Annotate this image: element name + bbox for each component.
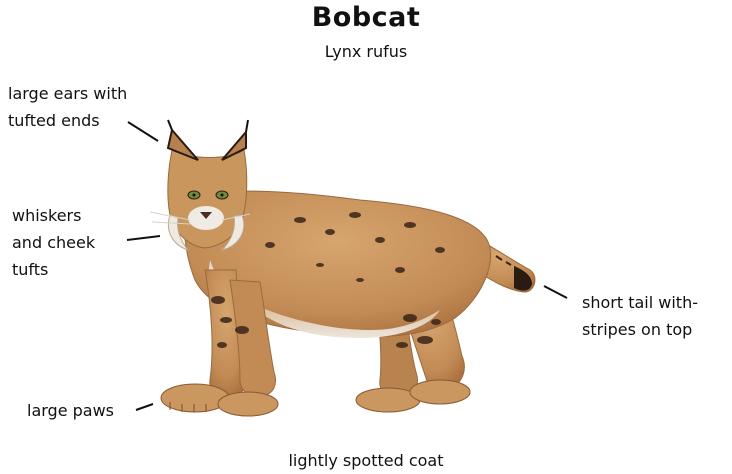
label-whiskers: whiskers and cheek tufts	[12, 202, 95, 283]
label-coat: lightly spotted coat	[0, 447, 732, 474]
label-paws: large paws	[27, 397, 114, 424]
label-ears-line-2: tufted ends	[8, 107, 127, 134]
label-tail: short tail with- stripes on top	[582, 289, 698, 343]
label-tail-line-1: short tail with-	[582, 289, 698, 316]
label-whiskers-line-3: tufts	[12, 256, 95, 283]
pointer-whiskers	[127, 236, 160, 240]
label-whiskers-line-1: whiskers	[12, 202, 95, 229]
label-ears: large ears with tufted ends	[8, 80, 127, 134]
label-tail-line-2: stripes on top	[582, 316, 698, 343]
label-ears-line-1: large ears with	[8, 80, 127, 107]
bobcat-body	[150, 120, 535, 416]
pointer-tail	[544, 286, 567, 298]
pointer-ears	[128, 122, 158, 141]
label-whiskers-line-2: and cheek	[12, 229, 95, 256]
pointer-paws	[136, 404, 153, 410]
